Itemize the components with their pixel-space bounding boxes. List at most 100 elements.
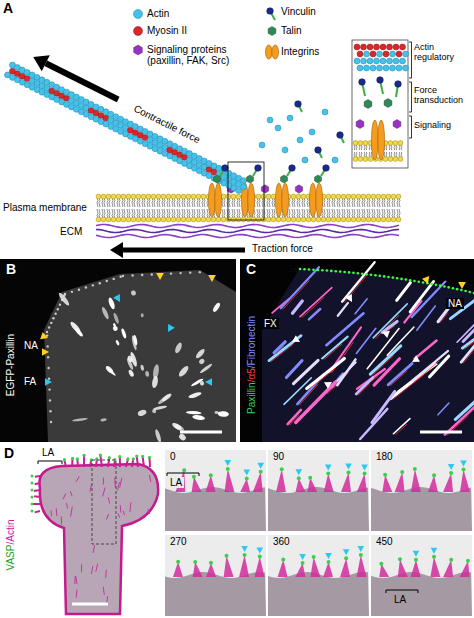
path-shape — [327, 199, 330, 218]
circle-shape — [326, 194, 331, 199]
path-shape — [357, 199, 360, 218]
circle-shape — [311, 217, 316, 222]
circle-shape — [136, 194, 141, 199]
circle-shape — [101, 217, 106, 222]
montage-frame — [371, 450, 472, 531]
circle-shape — [182, 468, 186, 472]
line-shape — [105, 570, 107, 578]
channel-name: /α5 — [246, 368, 257, 382]
circle-shape — [405, 278, 408, 281]
pointer-arrowhead — [40, 332, 48, 339]
circle-shape — [326, 471, 330, 475]
circle-shape — [48, 326, 50, 328]
line-shape — [103, 488, 106, 497]
circle-shape — [366, 217, 371, 222]
circle-shape — [151, 217, 156, 222]
pointer-arrowhead — [292, 335, 300, 342]
pointer-arrowhead — [345, 463, 352, 469]
pointer-arrowhead — [205, 378, 212, 386]
ellipse-shape — [133, 335, 138, 346]
circle-shape — [296, 217, 301, 222]
circle-shape — [367, 58, 373, 64]
ellipse-shape — [272, 45, 279, 59]
polygon-shape — [340, 558, 350, 577]
circle-shape — [47, 356, 49, 358]
layer-label: Force transduction — [414, 86, 472, 106]
circle-shape — [417, 280, 420, 283]
rect-shape — [268, 535, 369, 616]
ellipse-shape — [115, 340, 120, 346]
polygon-shape — [278, 559, 288, 577]
polygon-shape — [307, 478, 317, 492]
line-shape — [397, 283, 411, 301]
ecm-fiber — [96, 230, 399, 233]
rect-shape — [371, 450, 472, 531]
circle-shape — [111, 217, 116, 222]
ellipse-shape — [161, 392, 173, 402]
polygon-shape — [276, 469, 286, 492]
line-shape — [70, 491, 72, 496]
path-shape — [122, 199, 125, 218]
circle-shape — [358, 157, 363, 162]
path-shape — [162, 199, 165, 218]
circle-shape — [99, 282, 101, 284]
ellipse-shape — [154, 429, 162, 442]
circle-shape — [346, 194, 351, 199]
circle-shape — [331, 194, 336, 199]
circle-shape — [171, 194, 176, 199]
ellipse-shape — [145, 371, 149, 377]
circle-shape — [71, 291, 73, 293]
circle-shape — [361, 272, 364, 275]
circle-shape — [209, 561, 213, 565]
circle-shape — [357, 65, 363, 71]
circle-shape — [258, 554, 262, 558]
circle-shape — [186, 194, 191, 199]
circle-shape — [179, 272, 181, 274]
line-shape — [395, 424, 407, 435]
circle-shape — [413, 280, 416, 283]
circle-shape — [275, 125, 281, 131]
circle-shape — [341, 194, 346, 199]
circle-shape — [449, 471, 453, 475]
path-shape — [202, 199, 205, 218]
circle-shape — [301, 217, 306, 222]
line-shape — [281, 267, 319, 308]
line-shape — [118, 513, 120, 517]
line-shape — [388, 364, 412, 385]
circle-shape — [141, 217, 146, 222]
pointer-arrowhead — [458, 282, 466, 289]
circle-shape — [387, 58, 393, 64]
rect-shape — [268, 450, 369, 531]
circle-shape — [377, 65, 383, 71]
ellipse-shape — [208, 183, 215, 217]
line-shape — [326, 313, 363, 345]
pointer-arrowhead — [460, 461, 467, 467]
zoom-box — [228, 162, 264, 220]
pointer-arrowhead — [343, 549, 350, 555]
path-shape — [165, 572, 266, 616]
line-shape — [76, 576, 77, 584]
circle-shape — [241, 178, 247, 184]
force-arrow-head — [33, 55, 50, 71]
line-shape — [283, 280, 310, 309]
line-shape — [120, 478, 122, 488]
ellipse-shape — [218, 411, 229, 417]
circle-shape — [383, 51, 389, 57]
circle-shape — [243, 553, 247, 557]
pointer-arrowhead — [224, 460, 231, 466]
ellipse-shape — [152, 364, 160, 379]
polygon-shape — [393, 120, 401, 129]
adhesion-schematic — [5, 8, 412, 258]
circle-shape — [156, 194, 161, 199]
path-shape — [262, 199, 265, 218]
line-shape — [66, 503, 68, 508]
circle-shape — [334, 270, 337, 273]
pointer-arrowhead — [113, 294, 120, 302]
path-shape — [352, 199, 355, 218]
circle-shape — [468, 291, 471, 294]
path-shape — [97, 199, 100, 218]
channel-name: VASP — [5, 545, 16, 571]
path-shape — [197, 199, 200, 218]
montage-frame — [268, 450, 369, 531]
circle-shape — [170, 272, 172, 274]
